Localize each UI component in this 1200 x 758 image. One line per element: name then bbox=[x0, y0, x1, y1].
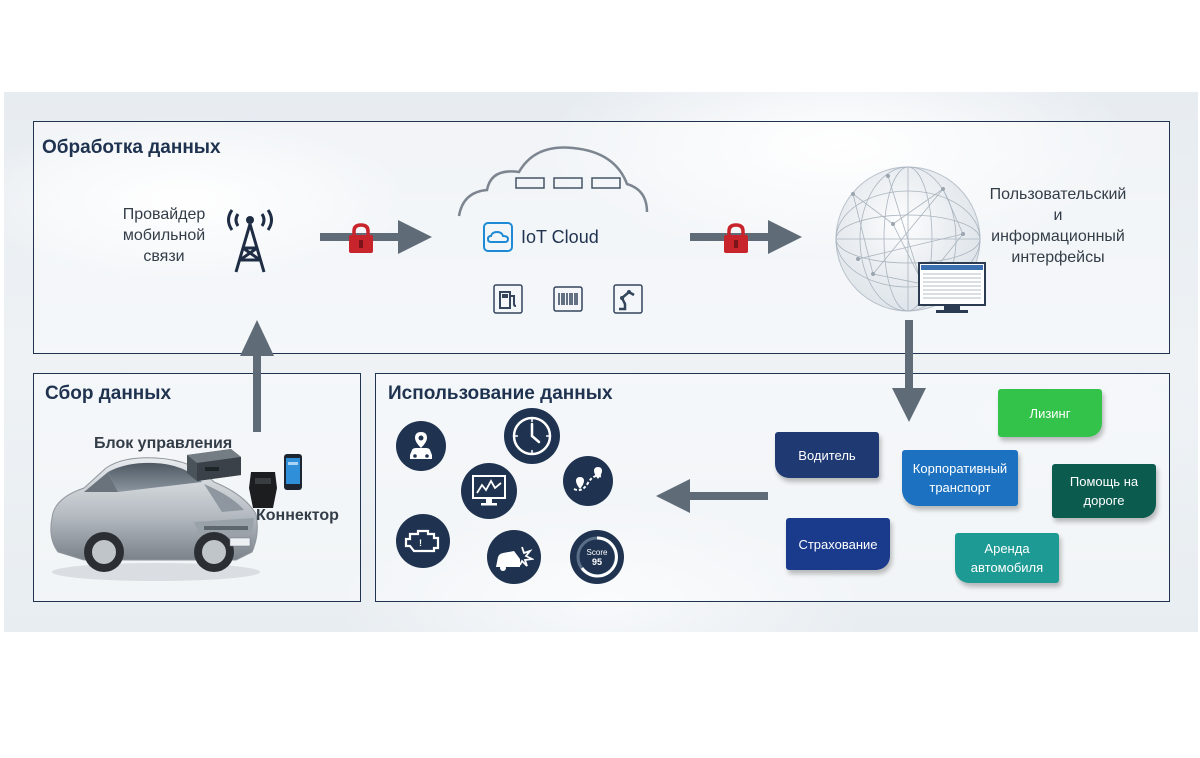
route-icon bbox=[563, 456, 613, 506]
corporate-card-line-2: транспорт bbox=[929, 480, 991, 495]
provider-label: Провайдер мобильной связи bbox=[96, 204, 232, 267]
secure-arrow-1 bbox=[320, 220, 432, 254]
interfaces-label-line-1: Пользовательский bbox=[989, 186, 1127, 203]
score-gauge-icon: Score 95 bbox=[570, 530, 624, 584]
processing-panel-title: Обработка данных bbox=[42, 137, 221, 158]
roadside-card-line-1: Помощь на bbox=[1069, 474, 1139, 489]
insurance-card-label: Страхование bbox=[798, 536, 878, 552]
iot-cloud-label: IoT Cloud bbox=[521, 227, 599, 247]
control-unit-icon bbox=[187, 449, 241, 481]
clock-icon bbox=[504, 408, 560, 464]
leasing-card: Лизинг bbox=[998, 389, 1102, 437]
down-arrow bbox=[892, 320, 926, 422]
provider-label-line-1: Провайдер bbox=[122, 206, 206, 223]
svg-text:!: ! bbox=[419, 538, 422, 548]
collection-panel-title: Сбор данных bbox=[45, 383, 172, 404]
smartphone-icon bbox=[284, 454, 302, 490]
rental-card-line-1: Аренда bbox=[984, 541, 1030, 556]
driver-card-label: Водитель bbox=[798, 447, 856, 463]
lock-icon-1 bbox=[349, 223, 373, 253]
usage-panel-title: Использование данных bbox=[388, 383, 613, 404]
rental-card: Аренда автомобиля bbox=[955, 533, 1059, 583]
rental-card-line-2: автомобиля bbox=[970, 560, 1044, 575]
provider-label-line-2: мобильной bbox=[122, 227, 206, 244]
score-label: Score bbox=[587, 548, 608, 557]
interfaces-label-line-2: и bbox=[1053, 207, 1063, 224]
crash-icon bbox=[487, 530, 541, 584]
interfaces-label-line-4: интерфейсы bbox=[1011, 249, 1105, 266]
up-arrow bbox=[240, 320, 274, 432]
interfaces-label-line-3: информационный bbox=[991, 228, 1125, 245]
leasing-card-label: Лизинг bbox=[1029, 405, 1071, 421]
interfaces-label: Пользовательский и информационный интерф… bbox=[972, 184, 1144, 268]
car-location-icon bbox=[396, 421, 446, 471]
insurance-card: Страхование bbox=[786, 518, 890, 570]
fuel-pump-icon bbox=[493, 284, 523, 314]
connector-label: Коннектор bbox=[256, 507, 339, 524]
processing-panel bbox=[33, 121, 1170, 354]
lock-icon-2 bbox=[724, 223, 748, 253]
connector-icon bbox=[249, 472, 277, 508]
monitor-chart-icon bbox=[461, 463, 517, 519]
roadside-card: Помощь на дороге bbox=[1052, 464, 1156, 518]
roadside-card-line-2: дороге bbox=[1083, 493, 1125, 508]
left-arrow bbox=[656, 479, 768, 513]
engine-icon: ! bbox=[396, 514, 450, 568]
provider-label-line-3: связи bbox=[143, 248, 185, 265]
corporate-card: Корпоративный транспорт bbox=[902, 450, 1018, 506]
server-rack-icons bbox=[515, 177, 621, 189]
car-image bbox=[50, 457, 260, 581]
barcode-icon bbox=[553, 286, 583, 312]
dashboard-monitor-icon bbox=[918, 262, 986, 313]
cloud-outline bbox=[457, 146, 649, 217]
corporate-card-line-1: Корпоративный bbox=[912, 461, 1008, 476]
cloud-logo-icon bbox=[483, 222, 513, 252]
control-unit-label: Блок управления bbox=[94, 435, 233, 452]
score-value: 95 bbox=[592, 557, 602, 567]
driver-card: Водитель bbox=[775, 432, 879, 478]
cell-tower-icon bbox=[227, 209, 273, 273]
robot-arm-icon bbox=[613, 284, 643, 314]
